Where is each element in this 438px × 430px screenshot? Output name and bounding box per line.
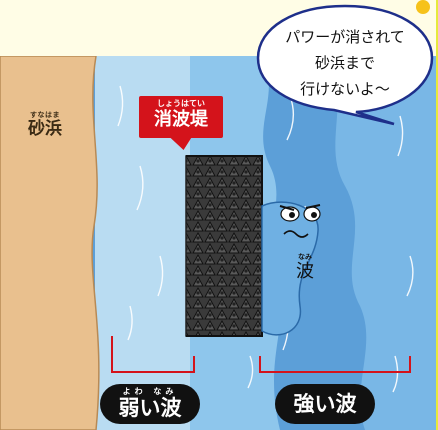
strong-wave-label: 強い波 xyxy=(293,392,357,416)
corner-dot xyxy=(416,0,430,14)
wave-ruby: なみ xyxy=(298,253,312,261)
bubble-line-1: パワーが消されて xyxy=(285,28,405,46)
weak-wave-label: 弱い波 xyxy=(118,396,182,420)
breakwater-label: しょうはてい 消波堤 xyxy=(139,96,223,138)
wave-mouth xyxy=(283,230,309,238)
breakwater-kanji: 消波堤 xyxy=(154,109,208,130)
sand-beach xyxy=(0,56,100,430)
bubble-line-2: 砂浜まで xyxy=(314,54,375,72)
speech-bubble-text: パワーが消されて 砂浜まで 行けないよ〜 xyxy=(256,24,434,102)
wave-label: なみ 波 xyxy=(296,252,314,282)
speech-bubble xyxy=(256,4,434,126)
weak-wave-ruby: よわ なみ xyxy=(122,387,178,396)
weak-wave-pill: よわ なみ 弱い波 xyxy=(100,384,200,424)
weak-wave-bracket xyxy=(111,336,195,373)
scene: すなはま 砂浜 しょうはてい 消波堤 なみ 波 よわ なみ 弱い波 強い波 xyxy=(0,56,436,430)
sand-label: すなはま 砂浜 xyxy=(28,110,62,138)
wave-character xyxy=(261,201,319,336)
strong-wave-bracket xyxy=(259,356,411,373)
scene-art xyxy=(0,56,436,430)
wave-kanji: 波 xyxy=(296,261,314,282)
bubble-line-3: 行けないよ〜 xyxy=(300,80,390,98)
strong-wave-band xyxy=(330,56,436,430)
breakwater-blocks xyxy=(185,155,263,337)
strong-wave-pill: 強い波 xyxy=(275,384,375,424)
sand-ruby: すなはま xyxy=(30,111,60,119)
sand-kanji: 砂浜 xyxy=(28,119,62,139)
breakwater-ruby: しょうはてい xyxy=(157,99,205,108)
